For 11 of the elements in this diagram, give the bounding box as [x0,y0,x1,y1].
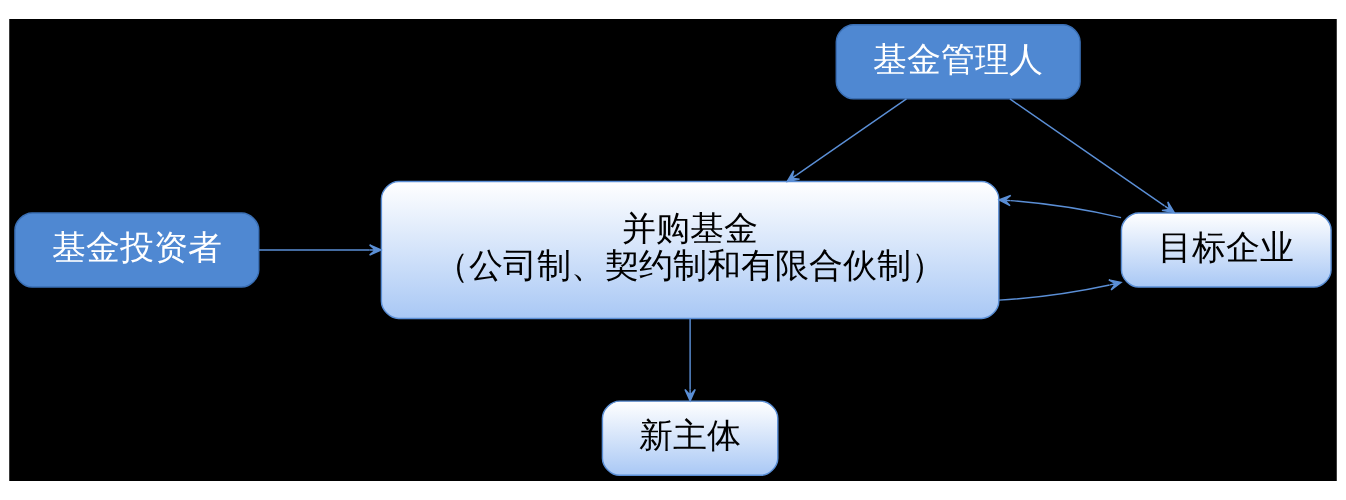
arrow [1009,98,1175,214]
arrow [998,279,1122,301]
arrow [258,244,382,256]
arrow [684,318,696,402]
node-box: 基金管理人 [835,24,1081,100]
node-box: 基金投资者 [14,212,260,288]
node-box: 目标企业 [1120,212,1332,288]
arrow [786,98,908,183]
arrow [998,194,1122,219]
node-box: 并购基金 （公司制、契约制和有限合伙制） [380,180,1000,320]
node-box: 新主体 [601,400,779,476]
